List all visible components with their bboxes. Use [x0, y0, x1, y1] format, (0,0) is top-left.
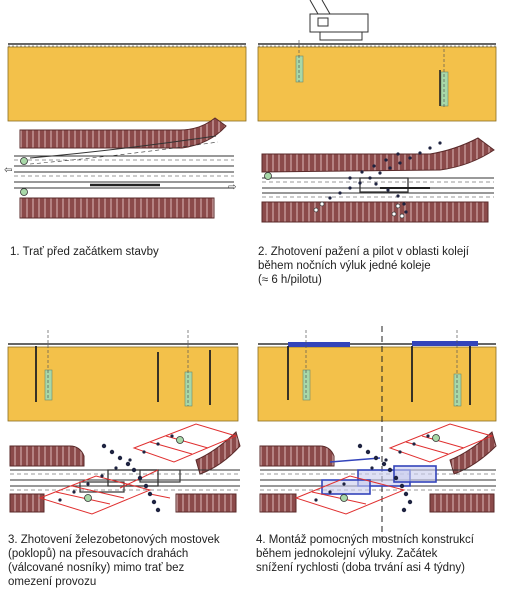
retaining-wall-upper — [261, 137, 495, 173]
soil-block — [257, 46, 497, 122]
marker-circle-icon — [84, 494, 92, 502]
retaining-wall-upper — [259, 445, 335, 467]
marker-circle-icon — [264, 172, 272, 180]
panel-1: ⇦ ⇨ — [4, 43, 247, 219]
pile-circles — [313, 201, 405, 219]
retaining-wall-lower — [9, 493, 45, 513]
drill-dots — [58, 434, 174, 513]
pile — [453, 373, 462, 407]
pile — [440, 71, 449, 107]
marker-circle-icon — [20, 188, 28, 196]
retaining-wall-upper — [195, 431, 241, 475]
drill-dots — [328, 141, 442, 214]
bridge-deck-red — [294, 423, 494, 515]
step-1-caption: 1. Trať před začátkem stavby — [10, 246, 159, 258]
track-group — [262, 177, 494, 198]
retaining-wall-lower — [175, 493, 237, 513]
retaining-wall-lower — [259, 493, 297, 513]
bridge-beam-blue — [412, 341, 478, 346]
soil-block — [7, 346, 239, 422]
pile — [302, 369, 311, 401]
panel-4 — [257, 326, 497, 540]
track-group — [14, 135, 234, 189]
arrow-right-icon: ⇨ — [228, 182, 236, 193]
bridge-structure-blue — [321, 457, 437, 495]
panel-3 — [7, 330, 241, 515]
bridge-beam-blue — [288, 342, 350, 347]
retaining-wall-upper — [9, 445, 85, 467]
step-2-caption: 2. Zhotovení pažení a pilot v oblasti ko… — [258, 246, 469, 286]
track-group — [10, 469, 240, 493]
arrow-left-icon: ⇦ — [4, 165, 12, 176]
pile — [295, 55, 304, 83]
marker-circle-icon — [20, 157, 28, 165]
bridge-deck-red — [38, 423, 238, 515]
retaining-wall-upper — [19, 117, 227, 149]
retaining-wall-lower — [19, 197, 215, 219]
step-3-caption: 3. Zhotovení železobetonových mostovek (… — [8, 534, 220, 588]
retaining-wall-lower — [261, 201, 489, 223]
marker-circle-icon — [176, 436, 184, 444]
soil-block — [7, 46, 247, 122]
drill-dots — [314, 434, 430, 513]
panel-2 — [257, 0, 497, 223]
marker-circle-icon — [340, 494, 348, 502]
pile — [184, 371, 193, 407]
crane-icon — [309, 0, 369, 41]
pile — [44, 369, 53, 401]
retaining-wall-lower — [429, 493, 495, 513]
retaining-wall-upper — [449, 431, 497, 475]
marker-circle-icon — [432, 434, 440, 442]
step-4-caption: 4. Montáž pomocných mostních konstrukcí … — [256, 534, 474, 574]
